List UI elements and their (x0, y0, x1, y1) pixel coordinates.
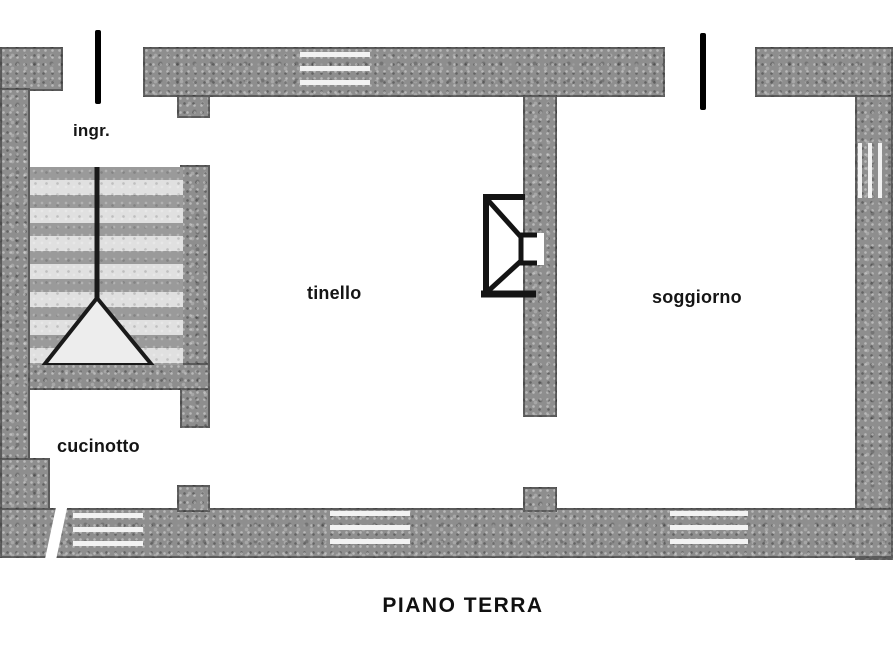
fireplace-icon (481, 194, 544, 298)
window-bottom-soggiorno-icon (670, 511, 748, 553)
wall-top-main-segment (143, 47, 665, 97)
wall-top-right-segment (755, 47, 893, 97)
room-label-tinello: tinello (307, 283, 362, 303)
window-bottom-cucinotto-icon (73, 513, 143, 551)
window-top-icon (300, 52, 370, 93)
door-leaf-line-ingresso (95, 30, 101, 104)
wall-pier-cucinotto-door (177, 485, 210, 512)
wall-left (0, 88, 30, 468)
door-leaf-line-soggiorno (700, 33, 706, 110)
window-bottom-tinello-icon (330, 511, 410, 553)
wall-top-left-segment (0, 47, 63, 91)
wall-under-stairs (28, 363, 210, 390)
stairs-direction-arrow (41, 167, 155, 365)
room-label-ingresso: ingr. (73, 121, 110, 140)
room-label-cucinotto: cucinotto (57, 436, 140, 456)
window-right-icon (858, 143, 882, 198)
room-label-soggiorno: soggiorno (652, 287, 742, 307)
plan-title: PIANO TERRA (382, 594, 544, 617)
wall-pier-ingresso-doorway (177, 95, 210, 118)
wall-pier-tinello-soggiorno-door (523, 487, 557, 512)
staircase (30, 167, 183, 365)
